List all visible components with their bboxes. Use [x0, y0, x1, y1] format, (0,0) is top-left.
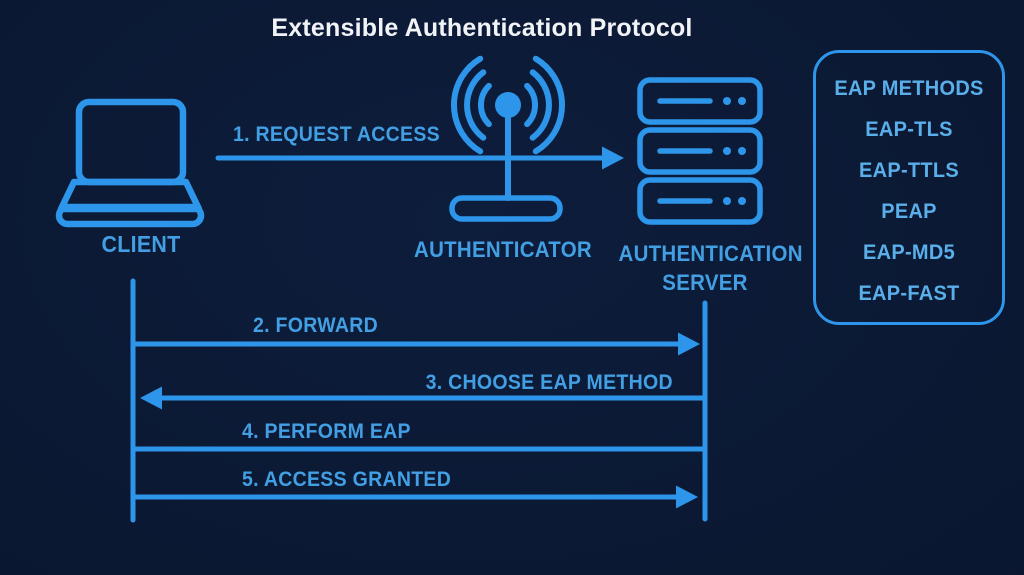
eap-method-item: EAP-TTLS: [858, 158, 959, 182]
eap-method-item: EAP-TLS: [865, 117, 953, 141]
eap-method-item: PEAP: [881, 199, 937, 223]
step-2-label: 2. FORWARD: [253, 314, 379, 337]
laptop-icon: [55, 98, 205, 228]
step-5-label: 5. ACCESS GRANTED: [242, 468, 452, 491]
diagram-title: Extensible Authentication Protocol: [271, 14, 693, 42]
arrow-forward: [132, 332, 700, 356]
authentication-server-label: AUTHENTICATION SERVER: [618, 241, 803, 296]
wireless-access-point-icon: [449, 55, 565, 222]
step-1-label: 1. REQUEST ACCESS: [233, 123, 440, 146]
client-label: CLIENT: [101, 231, 181, 257]
eap-method-item: EAP-FAST: [858, 281, 960, 305]
authenticator-label: AUTHENTICATOR: [414, 237, 592, 262]
step-3-label: 3. CHOOSE EAP METHOD: [425, 371, 673, 394]
eap-method-item: EAP-MD5: [863, 240, 955, 264]
arrow-choose-eap-method: [140, 386, 708, 410]
server-stack-icon: [637, 77, 763, 225]
eap-panel-heading: EAP METHODS: [834, 76, 984, 100]
arrow-request-access: [215, 146, 624, 170]
eap-methods-panel: EAP METHODS EAP-TLS EAP-TTLS PEAP EAP-MD…: [813, 50, 1005, 325]
step-4-label: 4. PERFORM EAP: [242, 420, 411, 443]
arrow-access-granted: [132, 485, 698, 509]
